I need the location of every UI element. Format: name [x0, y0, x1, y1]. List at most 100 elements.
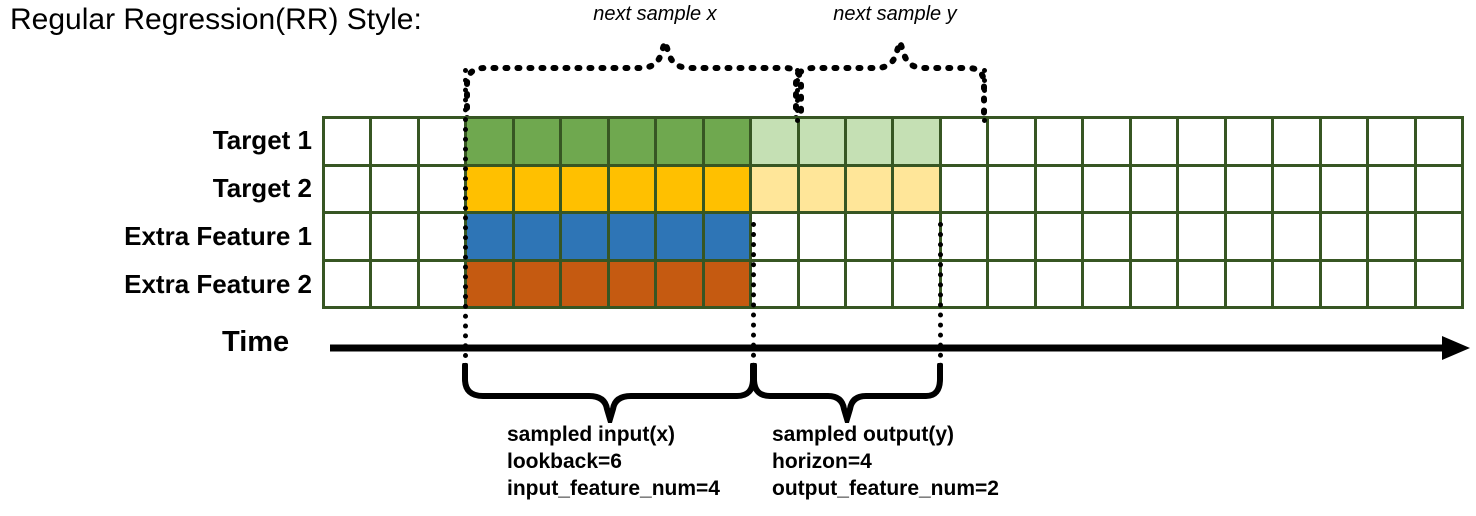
grid-cell	[941, 119, 987, 164]
grid-cell	[419, 214, 465, 259]
sampled-input-line-1: sampled input(x)	[507, 423, 676, 446]
grid-cell	[325, 119, 370, 164]
grid-cell	[1416, 261, 1461, 306]
grid-cell	[1369, 166, 1414, 211]
time-axis-label: Time	[222, 326, 290, 358]
grid-cell	[657, 166, 702, 211]
grid-cell	[372, 166, 417, 211]
grid-cell	[1179, 119, 1224, 164]
guide-line-input-start	[463, 68, 468, 378]
grid-cell	[704, 261, 750, 306]
grid-cell	[609, 214, 655, 259]
grid-cell	[657, 214, 702, 259]
bottom-brace-sampled-input	[462, 363, 756, 423]
grid-cell	[752, 214, 797, 259]
grid-cell	[467, 119, 512, 164]
grid-cell	[325, 214, 370, 259]
grid-cell	[704, 166, 750, 211]
sampled-output-line-3: output_feature_num=2	[772, 476, 999, 500]
annotation-next-sample-y: next sample y	[833, 3, 957, 25]
grid-cell	[1274, 119, 1319, 164]
grid-cell	[1369, 119, 1414, 164]
bottom-brace-sampled-output	[751, 363, 943, 423]
grid-cell	[562, 214, 607, 259]
grid-cell	[894, 166, 939, 211]
time-axis-arrow	[330, 336, 1470, 360]
grid-cell	[894, 261, 939, 306]
grid-cell	[562, 119, 607, 164]
grid-cell	[657, 261, 702, 306]
grid-cell	[1321, 119, 1367, 164]
grid-cell	[989, 261, 1034, 306]
grid-cell	[847, 166, 892, 211]
grid-cell	[941, 261, 987, 306]
grid-cell	[1321, 214, 1367, 259]
sampled-input-description: sampled input(x) lookback=6 input_featur…	[507, 422, 720, 503]
grid-cell	[1369, 261, 1414, 306]
grid-cell	[419, 261, 465, 306]
grid-cell	[799, 166, 845, 211]
sampled-input-line-2: lookback=6	[507, 449, 622, 473]
grid-cell	[941, 214, 987, 259]
grid-cell	[1226, 214, 1272, 259]
grid-cell	[1084, 261, 1129, 306]
grid-cell	[1179, 261, 1224, 306]
grid-cell	[657, 119, 702, 164]
grid-cell	[847, 261, 892, 306]
grid-cell	[799, 261, 845, 306]
grid-cell	[1226, 119, 1272, 164]
grid-cell	[847, 119, 892, 164]
grid-cell	[1131, 214, 1177, 259]
grid-cell	[372, 119, 417, 164]
grid-cell	[752, 119, 797, 164]
grid-cell	[514, 261, 560, 306]
grid-cell	[989, 214, 1034, 259]
grid-cell	[989, 166, 1034, 211]
row-label-target-2: Target 2	[212, 173, 312, 203]
grid-cell	[1369, 214, 1414, 259]
grid-cell	[799, 214, 845, 259]
grid-cell	[1416, 119, 1461, 164]
row-label-target-1: Target 1	[212, 125, 312, 155]
top-brace-next-sample-y	[793, 32, 987, 122]
grid-cell	[609, 261, 655, 306]
grid-cell	[1416, 214, 1461, 259]
grid-cell	[372, 261, 417, 306]
grid-cell	[1416, 166, 1461, 211]
grid-cell	[514, 214, 560, 259]
row-label-extra-feature-2: Extra Feature 2	[124, 269, 312, 299]
grid-cell	[1036, 214, 1082, 259]
grid-cell	[1179, 214, 1224, 259]
guide-line-x-brace-mid	[795, 68, 800, 123]
page-title: Regular Regression(RR) Style:	[10, 3, 422, 36]
grid-cell	[1274, 261, 1319, 306]
grid-cell	[1131, 261, 1177, 306]
grid-cell	[1131, 166, 1177, 211]
grid-cell	[1036, 166, 1082, 211]
grid-cell	[989, 119, 1034, 164]
grid-cell	[1131, 119, 1177, 164]
grid-cell	[562, 261, 607, 306]
grid-cell	[704, 119, 750, 164]
sampled-output-description: sampled output(y) horizon=4 output_featu…	[772, 422, 999, 503]
grid-cell	[1084, 119, 1129, 164]
grid-cell	[1226, 166, 1272, 211]
grid-cell	[799, 119, 845, 164]
timeline-grid	[322, 116, 1464, 309]
grid-cell	[704, 214, 750, 259]
grid-cell	[1036, 119, 1082, 164]
grid-cell	[1084, 166, 1129, 211]
grid-cell	[1084, 214, 1129, 259]
grid-cell	[325, 261, 370, 306]
guide-line-y-brace-end	[982, 68, 987, 123]
guide-line-output-end	[938, 222, 943, 378]
annotation-next-sample-x: next sample x	[593, 3, 717, 25]
grid-cell	[325, 166, 370, 211]
grid-cell	[467, 214, 512, 259]
grid-cell	[609, 166, 655, 211]
grid-cell	[1036, 261, 1082, 306]
grid-cell	[609, 119, 655, 164]
grid-cell	[467, 261, 512, 306]
grid-cell	[1321, 261, 1367, 306]
